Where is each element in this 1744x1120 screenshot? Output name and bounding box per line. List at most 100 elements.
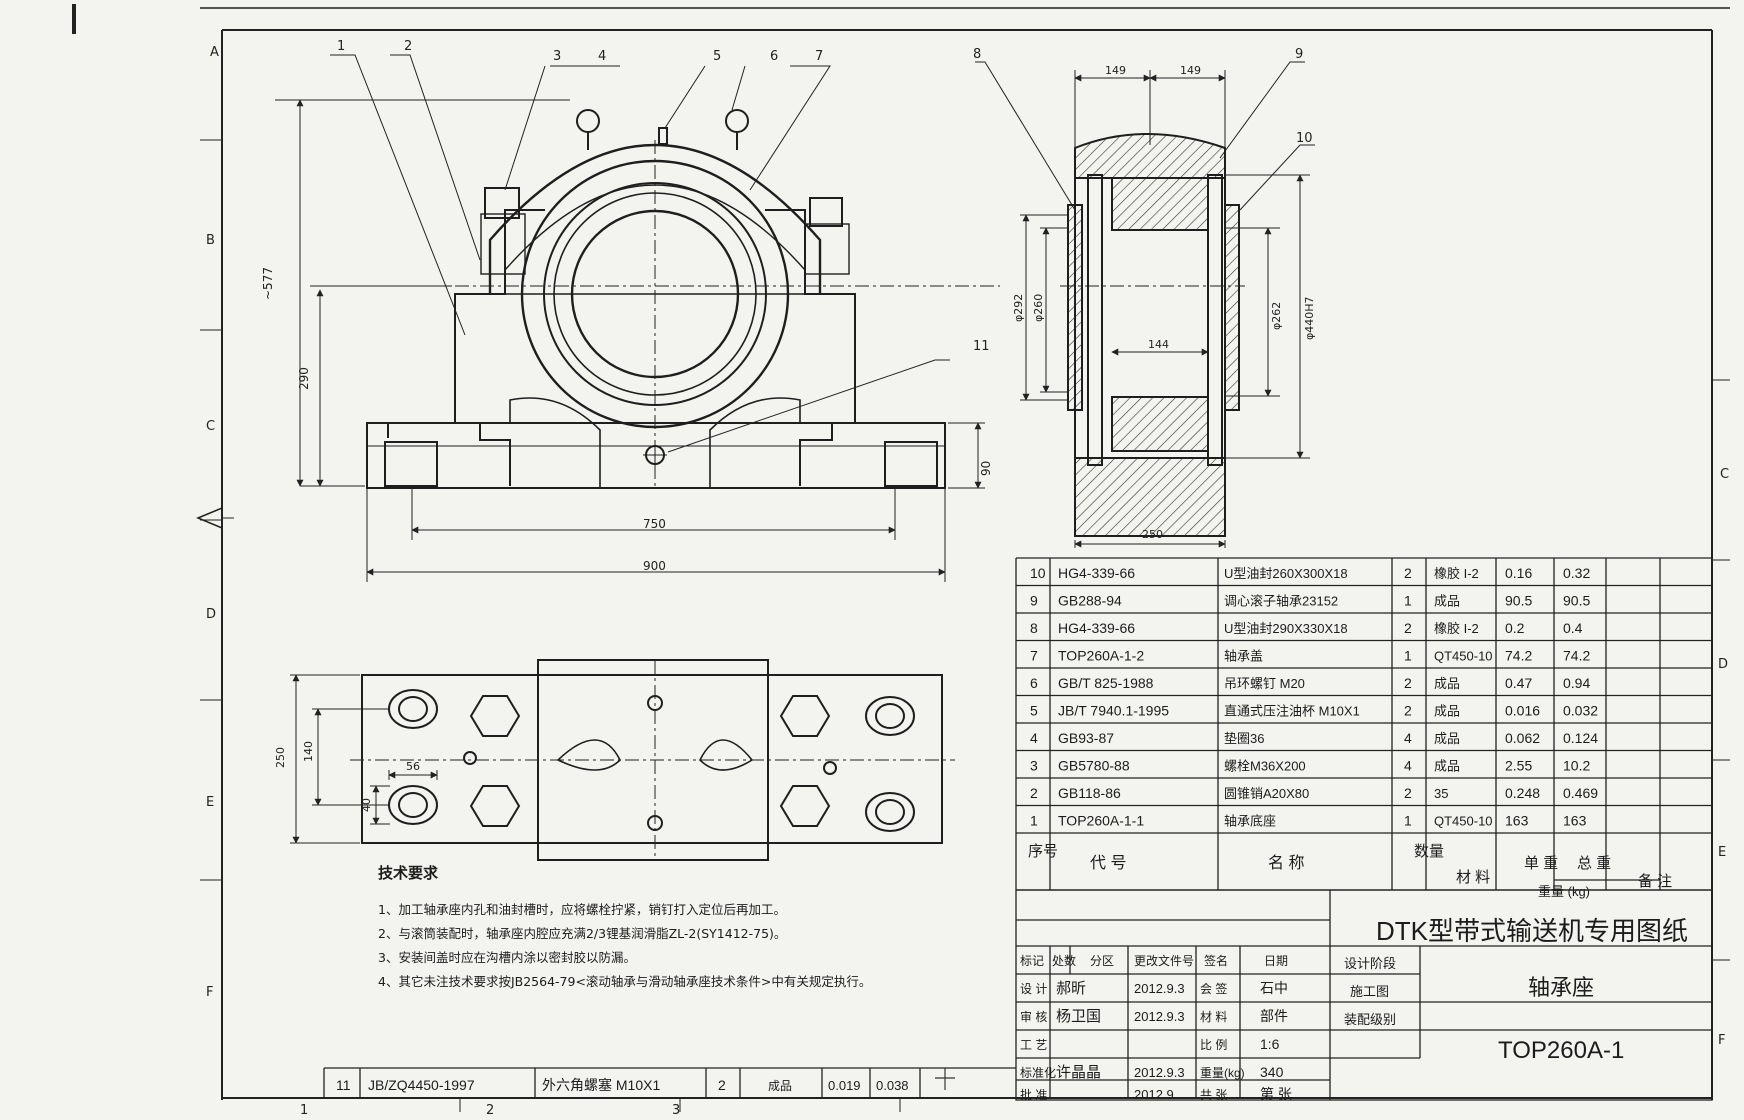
grid-row-label: E bbox=[1718, 845, 1726, 860]
parts-cell-material: 橡胶 I-2 bbox=[1434, 621, 1479, 636]
rev-header: 签名 bbox=[1204, 953, 1228, 968]
dim-dia-440: φ440H7 bbox=[1303, 296, 1316, 340]
parts-cell-code: GB288-94 bbox=[1058, 593, 1122, 609]
tech-item: 4、其它未注技术要求按JB2564-79<滚动轴承与滑动轴承座技术条件>中有关规… bbox=[378, 974, 871, 989]
title-block-sign: 杨卫国 bbox=[1056, 1008, 1101, 1025]
parts-cell-material: 成品 bbox=[1434, 759, 1460, 774]
grid-row-label: D bbox=[1718, 657, 1728, 672]
parts-cell-qty: 4 bbox=[1404, 730, 1412, 746]
parts-cell-code: HG4-339-66 bbox=[1058, 620, 1135, 636]
grid-row-label: F bbox=[206, 985, 213, 1000]
parts-cell-name: 吊环螺钉 M20 bbox=[1224, 676, 1305, 691]
balloon-label: 8 bbox=[973, 47, 981, 62]
title-block-label: 标准化 bbox=[1020, 1066, 1056, 1080]
title-block-date: 2012.9. bbox=[1134, 1087, 1177, 1102]
dim-plan-40: 40 bbox=[360, 798, 373, 812]
dim-plan-width: 250 bbox=[274, 747, 287, 768]
title-block-label2: 材 料 bbox=[1200, 1010, 1227, 1024]
part-11-code: JB/ZQ4450-1997 bbox=[368, 1077, 475, 1093]
grid-row-label: F bbox=[1718, 1033, 1725, 1048]
parts-cell-unit: 0.2 bbox=[1505, 620, 1525, 636]
header-unit: 单 重 bbox=[1524, 855, 1558, 872]
parts-cell-name: 调心滚子轴承23152 bbox=[1224, 594, 1338, 609]
parts-cell-unit: 0.248 bbox=[1505, 785, 1540, 801]
header-material: 材 料 bbox=[1456, 869, 1490, 886]
rev-header: 处数 bbox=[1052, 953, 1076, 968]
parts-cell-no: 6 bbox=[1030, 675, 1038, 691]
parts-cell-code: GB93-87 bbox=[1058, 730, 1114, 746]
part-11-total: 0.038 bbox=[876, 1078, 909, 1093]
header-name: 名 称 bbox=[1268, 854, 1304, 872]
side-section-view bbox=[1067, 133, 1240, 537]
grid-row-label: C bbox=[206, 419, 215, 434]
rev-header: 更改文件号 bbox=[1134, 953, 1194, 968]
parts-cell-code: GB118-86 bbox=[1058, 785, 1121, 801]
title-block-value2: 第 张 bbox=[1260, 1086, 1292, 1102]
parts-cell-total: 0.32 bbox=[1563, 565, 1590, 581]
parts-cell-total: 0.124 bbox=[1563, 730, 1598, 746]
design-stage-value: 施工图 bbox=[1350, 984, 1389, 999]
parts-cell-qty: 1 bbox=[1404, 593, 1412, 609]
balloon-label: 3 bbox=[553, 49, 561, 64]
parts-cell-no: 2 bbox=[1030, 785, 1038, 801]
parts-cell-total: 10.2 bbox=[1563, 758, 1590, 774]
parts-cell-name: 垫圈36 bbox=[1224, 731, 1264, 746]
rev-header: 标记 bbox=[1020, 954, 1044, 968]
parts-cell-name: 圆锥销A20X80 bbox=[1224, 786, 1309, 801]
parts-cell-total: 163 bbox=[1563, 813, 1587, 829]
parts-cell-unit: 163 bbox=[1505, 813, 1529, 829]
header-weight: 重量 (kg) bbox=[1538, 884, 1590, 899]
title-block-label2: 会 签 bbox=[1200, 981, 1227, 996]
parts-cell-material: 成品 bbox=[1434, 731, 1460, 746]
parts-cell-total: 0.94 bbox=[1563, 675, 1590, 691]
grid-row-label: A bbox=[210, 45, 219, 60]
dim-half-width-left: 149 bbox=[1105, 64, 1126, 77]
parts-cell-code: TOP260A-1-2 bbox=[1058, 648, 1144, 664]
part-name-title: 轴承座 bbox=[1528, 975, 1594, 1000]
header-no: 序号 bbox=[1028, 843, 1058, 860]
parts-cell-qty: 2 bbox=[1404, 620, 1412, 636]
dim-bolt-span: 750 bbox=[643, 517, 666, 531]
title-block-value2: 1:6 bbox=[1260, 1036, 1280, 1052]
parts-cell-no: 7 bbox=[1030, 648, 1038, 664]
parts-cell-code: JB/T 7940.1-1995 bbox=[1058, 703, 1169, 719]
tech-item: 2、与滚筒装配时，轴承座内腔应充满2/3锂基润滑脂ZL-2(SY1412-75)… bbox=[378, 926, 786, 941]
tech-item: 3、安装间盖时应在沟槽内涂以密封胶以防漏。 bbox=[378, 950, 636, 965]
parts-cell-total: 74.2 bbox=[1563, 648, 1590, 664]
parts-cell-total: 0.032 bbox=[1563, 703, 1598, 719]
parts-cell-unit: 0.16 bbox=[1505, 565, 1532, 581]
parts-cell-qty: 1 bbox=[1404, 648, 1412, 664]
part-11-material: 成品 bbox=[768, 1079, 792, 1093]
grid-row-label: E bbox=[206, 795, 214, 810]
header-code: 代 号 bbox=[1090, 854, 1126, 872]
title-block-label: 设 计 bbox=[1020, 982, 1047, 996]
title-block-date: 2012.9.3 bbox=[1134, 981, 1185, 996]
dim-overall-length: 900 bbox=[643, 559, 666, 573]
parts-cell-qty: 1 bbox=[1404, 813, 1412, 829]
rev-header: 分区 bbox=[1090, 954, 1114, 968]
balloon-label: 11 bbox=[973, 339, 990, 354]
dim-plan-140: 140 bbox=[302, 741, 315, 762]
balloon-label: 5 bbox=[713, 49, 721, 64]
title-block-value2: 石中 bbox=[1260, 980, 1288, 996]
dim-side-width: 250 bbox=[1142, 528, 1163, 541]
header-qty: 数量 bbox=[1414, 843, 1444, 860]
parts-cell-code: TOP260A-1-1 bbox=[1058, 813, 1144, 829]
parts-cell-name: 轴承盖 bbox=[1224, 649, 1263, 664]
balloon-label: 7 bbox=[815, 49, 823, 64]
dim-plan-56: 56 bbox=[406, 760, 420, 773]
balloon-label: 2 bbox=[404, 39, 412, 54]
parts-cell-unit: 0.062 bbox=[1505, 730, 1540, 746]
parts-cell-material: QT450-10 bbox=[1434, 814, 1493, 829]
parts-cell-no: 1 bbox=[1030, 813, 1038, 829]
parts-cell-qty: 4 bbox=[1404, 758, 1412, 774]
dim-half-width-right: 149 bbox=[1180, 64, 1201, 77]
part-11-unit: 0.019 bbox=[828, 1078, 861, 1093]
parts-cell-name: U型油封290X330X18 bbox=[1224, 621, 1348, 636]
rev-header: 日期 bbox=[1264, 954, 1288, 968]
parts-cell-no: 8 bbox=[1030, 620, 1038, 636]
header-total: 总 重 bbox=[1577, 855, 1611, 872]
parts-list-header: 序号 代 号 名 称 数量 材 料 单 重 总 重 重量 (kg) 备 注 bbox=[1028, 843, 1672, 899]
drawing-frame bbox=[72, 4, 1730, 1112]
parts-cell-no: 10 bbox=[1030, 565, 1046, 581]
